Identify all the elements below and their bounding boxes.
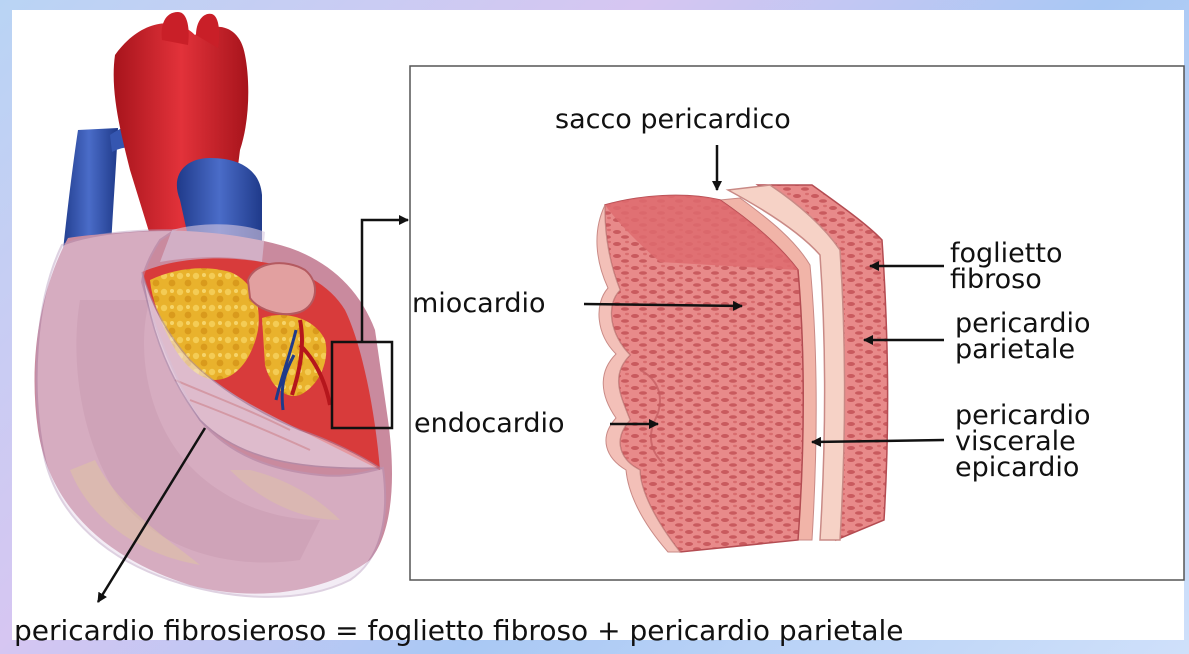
label-miocardio: miocardio: [412, 288, 546, 319]
label-foglietto-fibroso-line2: fibroso: [950, 264, 1042, 295]
caption-pericardio-fibrosieroso: pericardio fibrosieroso = foglietto fibr…: [14, 614, 903, 647]
label-sacco-pericardico: sacco pericardico: [555, 104, 791, 135]
label-pericardio-parietale-line2: parietale: [955, 334, 1075, 365]
atrial-appendage: [248, 263, 315, 314]
pericardium-upper: [160, 224, 265, 262]
label-pericardio-viscerale-line3: epicardio: [955, 452, 1079, 483]
label-endocardio: endocardio: [414, 408, 565, 439]
tissue-cross-section: [597, 185, 888, 552]
label-pericardio-viscerale: pericardio viscerale epicardio: [955, 400, 1099, 483]
